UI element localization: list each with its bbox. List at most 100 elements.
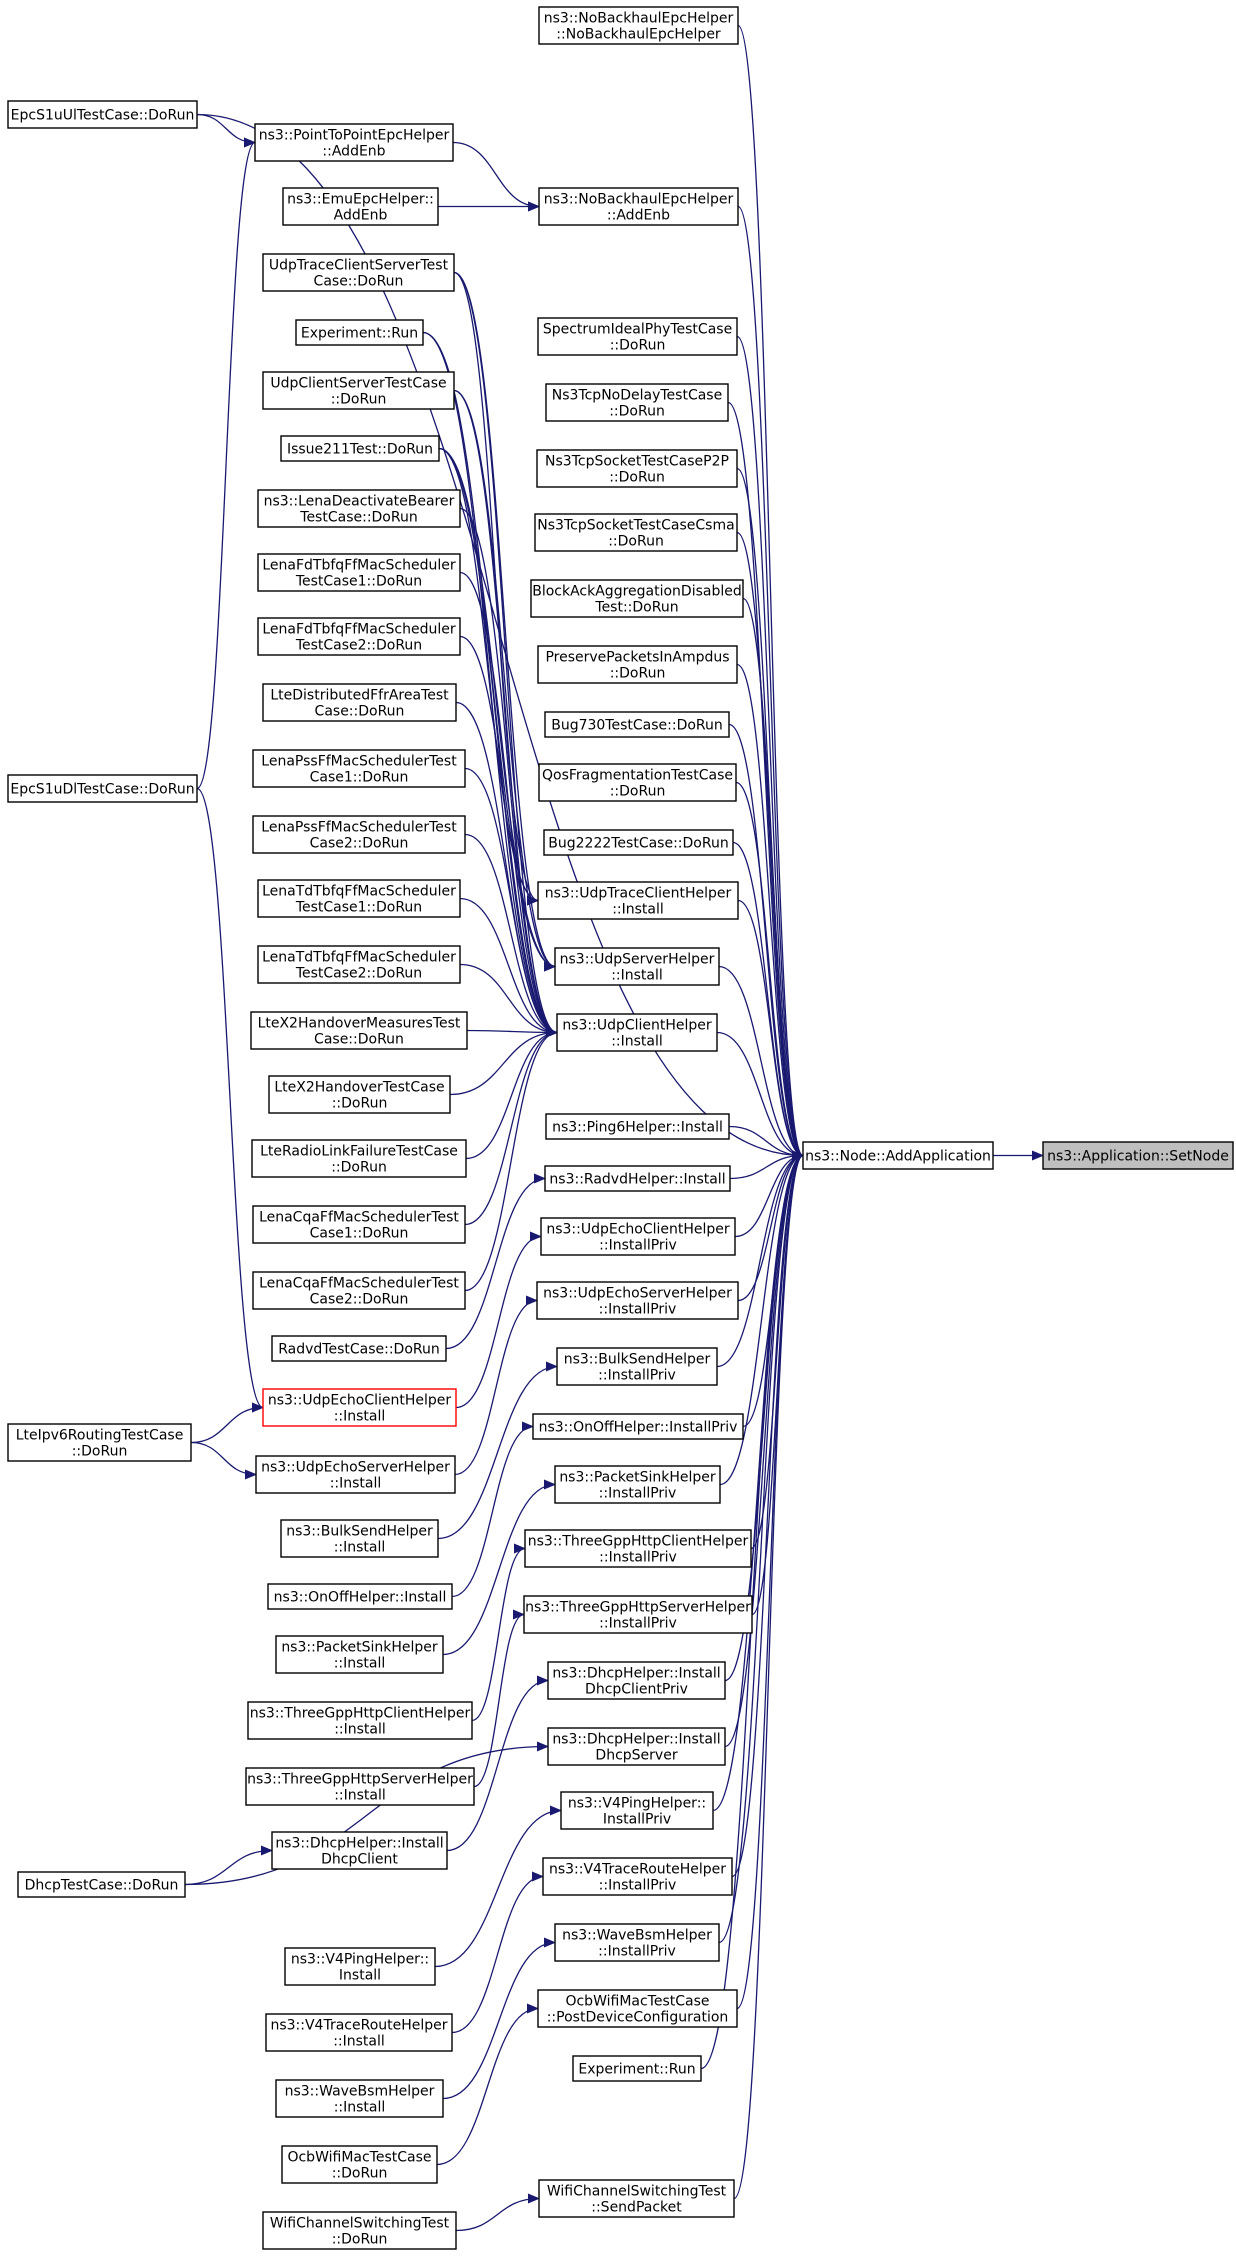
node-ocbtc[interactable]: OcbWifiMacTestCase::DoRun (281, 2145, 438, 2184)
node-https_inst[interactable]: ns3::ThreeGppHttpServerHelper::Install (245, 1767, 475, 1806)
node-lteipv6[interactable]: LteIpv6RoutingTestCase::DoRun (7, 1423, 192, 1462)
node-label: DhcpClient (321, 1852, 398, 1868)
node-box (271, 1831, 448, 1870)
node-label: ns3::NoBackhaulEpcHelper (544, 11, 734, 27)
edge-specideal-to-addapp (736, 335, 804, 1161)
node-specideal[interactable]: SpectrumIdealPhyTestCase::DoRun (537, 317, 738, 356)
node-box (247, 1701, 473, 1740)
node-root[interactable]: ns3::Application::SetNode (1042, 1141, 1234, 1170)
node-wifichsw[interactable]: WifiChannelSwitchingTest::DoRun (262, 2211, 457, 2250)
node-ping6_inst[interactable]: ns3::Ping6Helper::Install (545, 1113, 730, 1140)
node-onoff_priv[interactable]: ns3::OnOffHelper::InstallPriv (532, 1413, 744, 1440)
node-radvdtc[interactable]: RadvdTestCase::DoRun (271, 1335, 447, 1362)
node-httpc_inst[interactable]: ns3::ThreeGppHttpClientHelper::Install (247, 1701, 473, 1740)
node-label: LenaTdTbfqFfMacScheduler (262, 884, 456, 900)
node-addapp[interactable]: ns3::Node::AddApplication (802, 1141, 994, 1170)
node-exprun2[interactable]: Experiment::Run (572, 2055, 702, 2082)
node-box (7, 1423, 192, 1462)
node-onoff_inst[interactable]: ns3::OnOffHelper::Install (267, 1583, 453, 1610)
node-box (547, 1727, 726, 1766)
node-qosfrag[interactable]: QosFragmentationTestCase::DoRun (538, 763, 737, 802)
edge-preserve-to-addapp (736, 663, 804, 1161)
node-v4trace_inst[interactable]: ns3::V4TraceRouteHelper::Install (265, 2013, 453, 2052)
node-httpc_priv[interactable]: ns3::ThreeGppHttpClientHelper::InstallPr… (524, 1529, 752, 1568)
node-exprun1[interactable]: Experiment::Run (295, 319, 424, 346)
node-label: Case1::DoRun (310, 1226, 409, 1242)
node-p2p_addenb[interactable]: ns3::PointToPointEpcHelper::AddEnb (254, 123, 454, 162)
node-ns3tcpcsma[interactable]: Ns3TcpSocketTestCaseCsma::DoRun (534, 513, 738, 552)
node-nobh_ctor[interactable]: ns3::NoBackhaulEpcHelper::NoBackhaulEpcH… (538, 6, 739, 45)
node-sink_inst[interactable]: ns3::PacketSinkHelper::Install (275, 1635, 444, 1674)
node-box (280, 435, 440, 462)
edge-epcul-to-p2p_addenb (196, 113, 256, 148)
node-label: ns3::OnOffHelper::Install (274, 1590, 447, 1606)
node-preserve[interactable]: PreservePacketsInAmpdus::DoRun (537, 645, 738, 684)
node-issue211[interactable]: Issue211Test::DoRun (280, 435, 440, 462)
node-label: ns3::BulkSendHelper (286, 1524, 433, 1540)
node-udpechoc_inst[interactable]: ns3::UdpEchoClientHelper::Install (262, 1388, 457, 1427)
node-nobh_addenb[interactable]: ns3::NoBackhaulEpcHelper::AddEnb (538, 187, 739, 226)
node-label: ::DoRun (331, 1160, 387, 1176)
node-udpechos_priv[interactable]: ns3::UdpEchoServerHelper::InstallPriv (536, 1281, 739, 1320)
node-label: ::InstallPriv (599, 1550, 677, 1566)
node-bug2222[interactable]: Bug2222TestCase::DoRun (543, 829, 734, 856)
node-bulk_inst[interactable]: ns3::BulkSendHelper::Install (280, 1519, 439, 1558)
node-udptracec_inst[interactable]: ns3::UdpTraceClientHelper::Install (537, 881, 739, 920)
node-bulk_priv[interactable]: ns3::BulkSendHelper::InstallPriv (556, 1347, 718, 1386)
node-epcdl[interactable]: EpcS1uDlTestCase::DoRun (7, 774, 198, 803)
node-box (544, 711, 730, 738)
node-label: LteDistributedFfrAreaTest (270, 688, 449, 704)
node-v4ping_inst[interactable]: ns3::V4PingHelper::Install (284, 1947, 436, 1986)
node-udpechoc_priv[interactable]: ns3::UdpEchoClientHelper::InstallPriv (540, 1217, 736, 1256)
node-wavebsm_inst[interactable]: ns3::WaveBsmHelper::Install (275, 2079, 444, 2118)
node-label: DhcpServer (595, 1748, 677, 1764)
edge-issue211-to-udpserver_inst (438, 447, 556, 972)
node-label: ns3::DhcpHelper::Install (552, 1666, 720, 1682)
node-dhcptc[interactable]: DhcpTestCase::DoRun (17, 1871, 186, 1898)
edge-lenafd2-to-udpclient_inst (459, 635, 558, 1038)
node-box (284, 1947, 436, 1986)
node-udpclient_inst[interactable]: ns3::UdpClientHelper::Install (556, 1013, 718, 1052)
node-v4trace_priv[interactable]: ns3::V4TraceRouteHelper::InstallPriv (542, 1857, 733, 1896)
node-radvd_inst[interactable]: ns3::RadvdHelper::Install (544, 1165, 731, 1192)
node-box (267, 1583, 453, 1610)
node-emu_addenb[interactable]: ns3::EmuEpcHelper::AddEnb (282, 187, 439, 226)
node-udpechos_inst[interactable]: ns3::UdpEchoServerHelper::Install (255, 1455, 456, 1494)
node-wavebsm_priv[interactable]: ns3::WaveBsmHelper::InstallPriv (554, 1923, 720, 1962)
node-v4ping_priv[interactable]: ns3::V4PingHelper::InstallPriv (560, 1791, 714, 1830)
node-box (262, 1388, 457, 1427)
node-ocbpost[interactable]: OcbWifiMacTestCase::PostDeviceConfigurat… (537, 1989, 738, 2028)
node-label: ::DoRun (72, 1444, 128, 1460)
node-ns3tcpnodelay[interactable]: Ns3TcpNoDelayTestCase::DoRun (545, 383, 729, 422)
node-box (538, 6, 739, 45)
node-label: TestCase::DoRun (299, 510, 417, 526)
node-label: TestCase1::DoRun (295, 574, 422, 590)
node-label: ns3::ThreeGppHttpServerHelper (525, 1600, 751, 1616)
node-udpserver_inst[interactable]: ns3::UdpServerHelper::Install (554, 947, 720, 986)
node-bug730[interactable]: Bug730TestCase::DoRun (544, 711, 730, 738)
node-udpcs[interactable]: UdpClientServerTestCase::DoRun (262, 371, 455, 410)
node-lterlf[interactable]: LteRadioLinkFailureTestCase::DoRun (251, 1139, 467, 1178)
node-wifisend[interactable]: WifiChannelSwitchingTest::SendPacket (538, 2179, 735, 2218)
node-ns3tcpp2p[interactable]: Ns3TcpSocketTestCaseP2P::DoRun (536, 449, 738, 488)
node-epcul[interactable]: EpcS1uUlTestCase::DoRun (7, 100, 198, 129)
node-ltex2ho[interactable]: LteX2HandoverTestCase::DoRun (268, 1075, 451, 1114)
node-sink_priv[interactable]: ns3::PacketSinkHelper::InstallPriv (554, 1465, 721, 1504)
node-https_priv[interactable]: ns3::ThreeGppHttpServerHelper::InstallPr… (523, 1595, 753, 1634)
